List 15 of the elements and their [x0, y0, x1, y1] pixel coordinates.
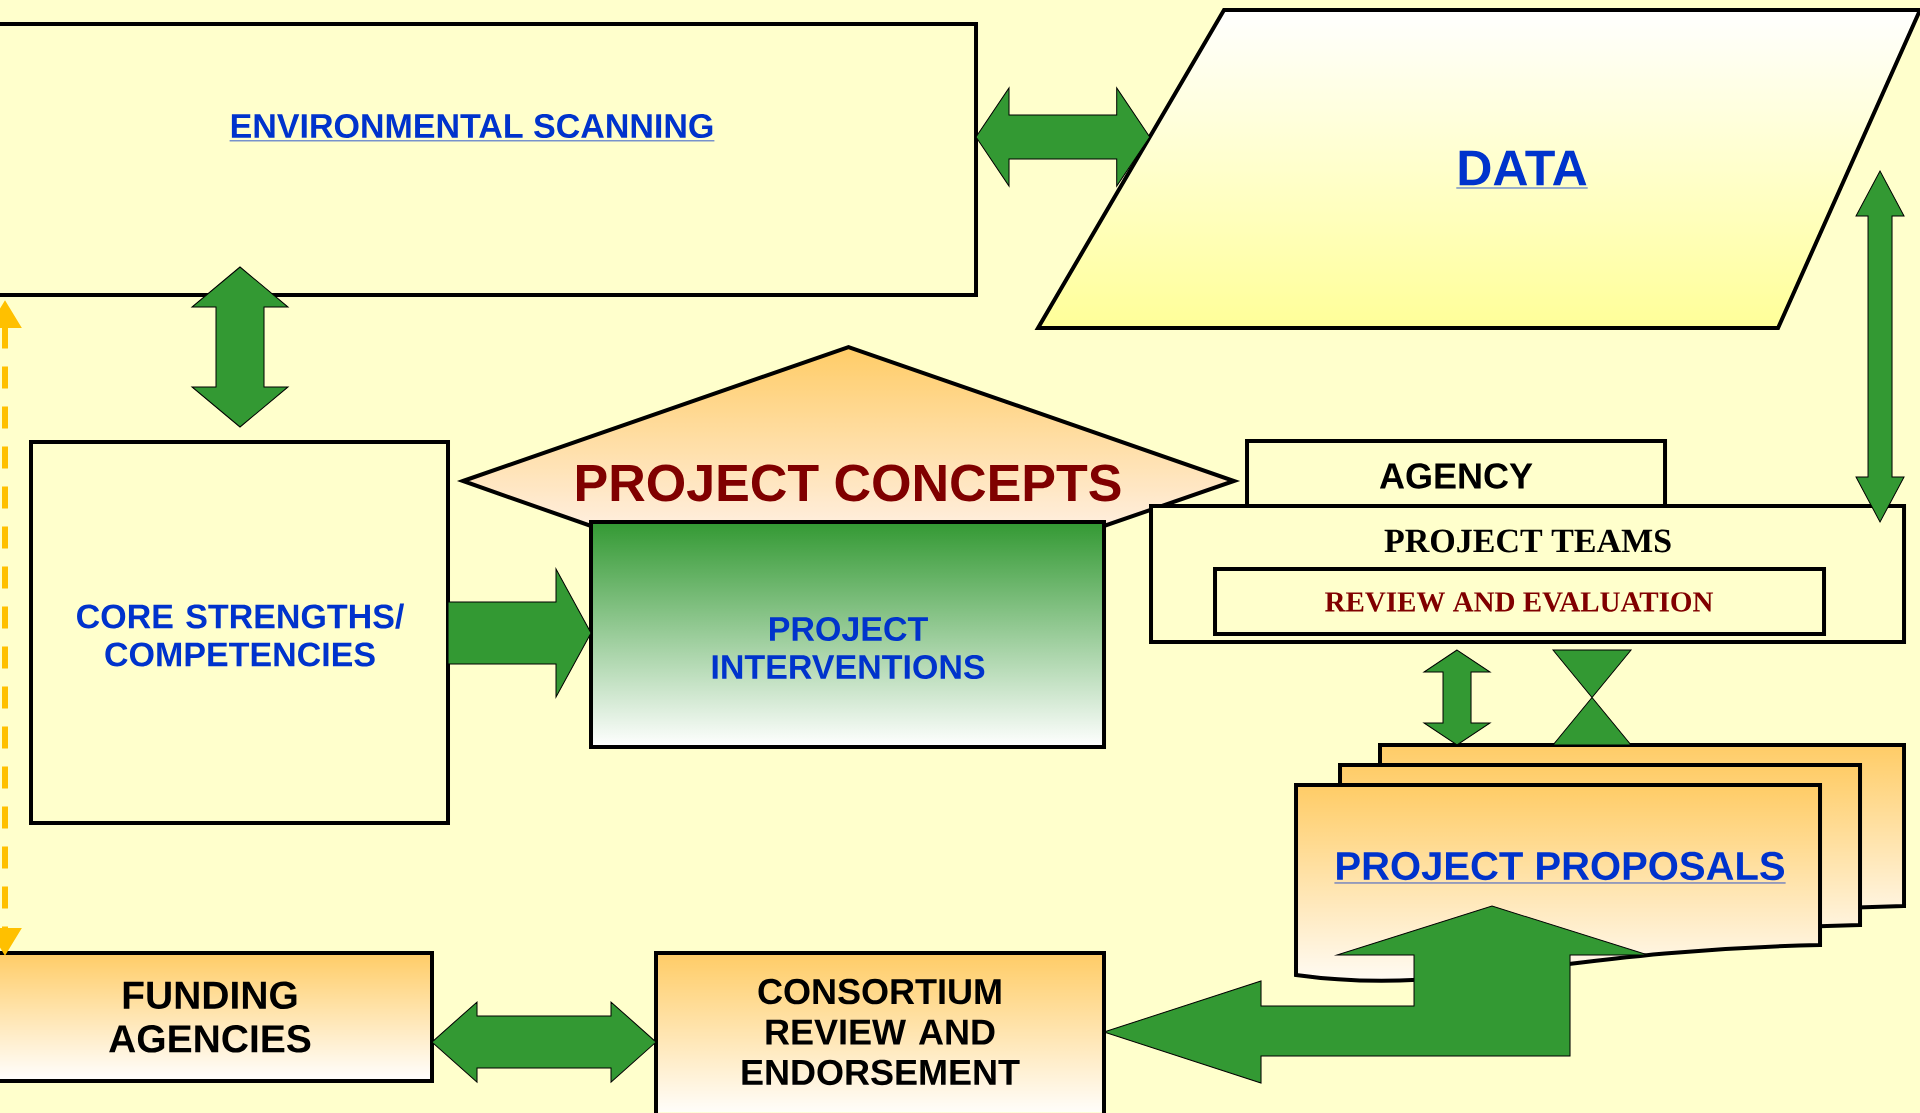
consortium-box: CONSORTIUM REVIEW AND ENDORSEMENT	[654, 951, 1106, 1113]
arrow	[975, 87, 1151, 187]
agency-box: AGENCY	[1245, 439, 1668, 513]
interventions-box: PROJECT INTERVENTIONS	[589, 520, 1106, 749]
arrow	[431, 1001, 657, 1083]
arrow	[447, 568, 592, 698]
connector-symbol	[1552, 649, 1632, 746]
arrow	[1423, 649, 1491, 746]
arrow	[1855, 170, 1905, 523]
arrow	[191, 266, 289, 428]
arrow	[1103, 905, 1649, 1084]
scanning-box: ENVIRONMENTAL SCANNING	[0, 22, 978, 297]
competencies-box: CORE STRENGTHS/ COMPETENCIES	[29, 440, 450, 825]
evaluation-box: REVIEW AND EVALUATION	[1213, 567, 1827, 636]
funding-box: FUNDING AGENCIES	[0, 951, 434, 1083]
